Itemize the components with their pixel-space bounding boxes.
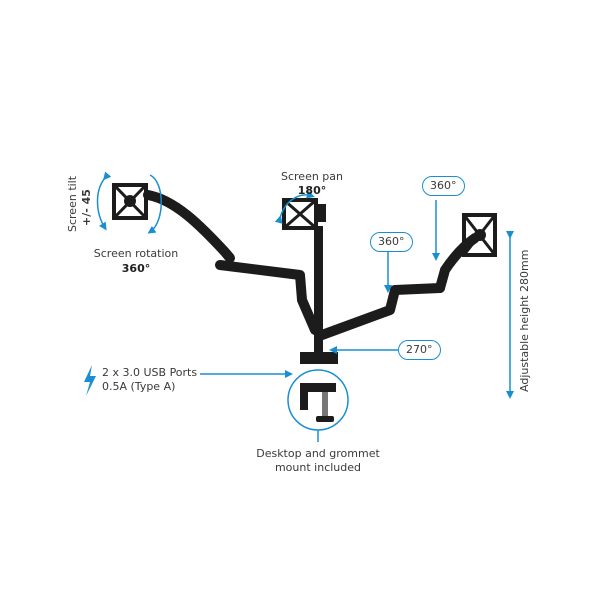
mount-label-line1: Desktop and grommet <box>256 447 380 460</box>
left-vesa-plate <box>112 183 148 220</box>
usb-ports-label: 2 x 3.0 USB Ports <box>102 366 198 379</box>
tilt-arc-arrow <box>96 171 112 231</box>
screen-tilt-value-group: +/- 45 <box>80 189 93 226</box>
left-lower-arm <box>215 260 320 335</box>
screen-pan-value: 180° <box>297 184 327 197</box>
screen-tilt-value: +/- 45 <box>80 189 93 226</box>
mid-rotation-badge: 360° <box>370 232 413 252</box>
base-rotation-badge: 270° <box>398 340 441 360</box>
right-vesa-plate <box>462 213 497 257</box>
screen-rotation-label: Screen rotation <box>93 247 179 260</box>
pan-arc-arrow <box>274 190 315 224</box>
right-lower-arm <box>317 283 445 340</box>
base-block <box>300 352 338 364</box>
lightning-icon <box>84 365 96 396</box>
rotation-arc-arrow <box>147 174 162 234</box>
mount-label-line2: mount included <box>274 461 362 474</box>
adjustable-height-label: Adjustable height 280mm <box>518 249 531 392</box>
screen-rotation-value: 360° <box>121 262 151 275</box>
upper-rotation-badge: 360° <box>422 176 465 196</box>
screen-tilt-label: Screen tilt <box>66 175 79 232</box>
screen-pan-label: Screen pan <box>280 170 343 183</box>
usb-ports-spec: 0.5A (Type A) <box>102 380 176 393</box>
screen-tilt-label-group: Screen tilt <box>66 176 79 232</box>
center-pole <box>314 226 323 354</box>
clamp <box>287 369 349 431</box>
center-vesa-plate <box>282 198 326 230</box>
adjustable-height-group: Adjustable height 280mm <box>518 250 531 392</box>
left-upper-arm <box>143 190 235 263</box>
right-upper-arm <box>435 233 480 293</box>
